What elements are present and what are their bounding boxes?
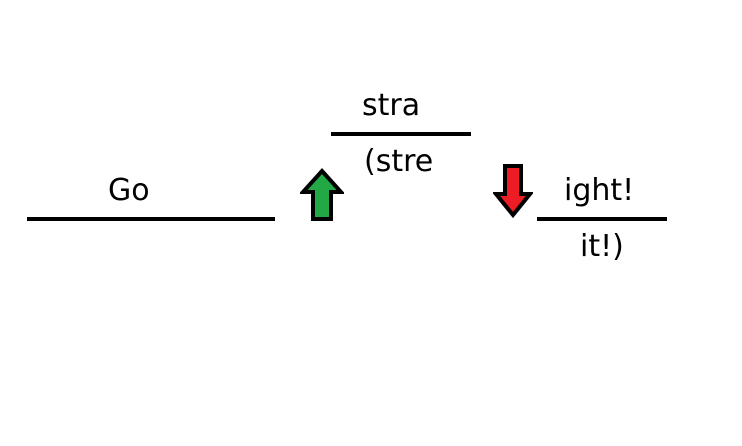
segment-3-top-text: ight!	[564, 173, 635, 208]
arrow-up-icon	[300, 168, 344, 221]
segment-3-line	[537, 217, 667, 221]
segment-2-top-text: stra	[362, 88, 421, 123]
segment-3-bottom-text: it!)	[580, 229, 624, 264]
segment-2-line	[331, 132, 471, 136]
segment-2-bottom-text: (stre	[364, 144, 434, 179]
segment-1-line	[27, 217, 275, 221]
arrow-down-icon	[493, 164, 533, 219]
segment-1-top-text: Go	[108, 173, 150, 208]
